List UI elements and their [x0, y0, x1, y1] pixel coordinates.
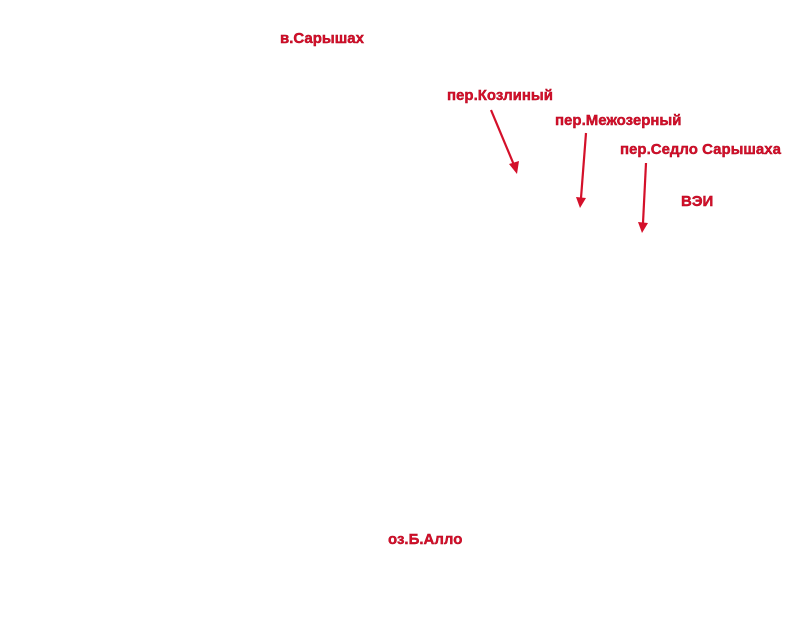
arrow-kozliny	[489, 109, 519, 174]
arrow-sedlo	[638, 162, 648, 233]
summit-label: в.Сарышах	[280, 30, 364, 47]
vei-label: ВЭИ	[681, 193, 714, 210]
pass-sedlo-label: пер.Седло Сарышаха	[620, 141, 781, 158]
arrow-mezhozerny	[576, 132, 588, 208]
pass-kozliny-label: пер.Козлиный	[447, 87, 553, 104]
lake-label: оз.Б.Алло	[388, 531, 463, 548]
pass-mezhozerny-label: пер.Межозерный	[555, 112, 682, 129]
